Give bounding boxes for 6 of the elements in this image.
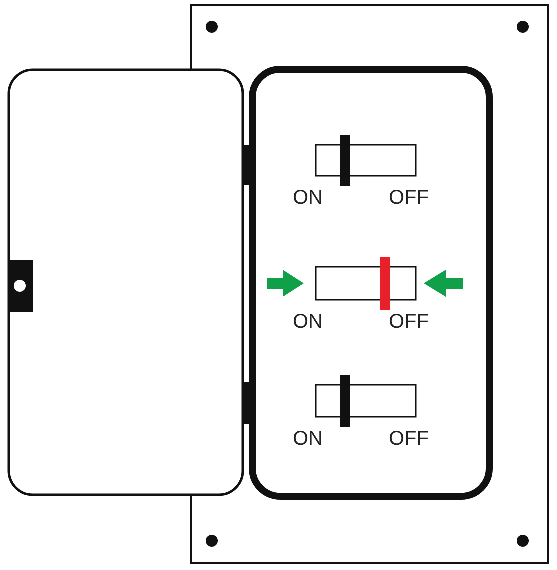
switch-label: OFF (389, 311, 429, 333)
switch-label: ON (293, 311, 323, 333)
switch-label: ON (293, 187, 323, 209)
switch-label: OFF (389, 428, 429, 450)
switch-label: OFF (389, 187, 429, 209)
switch-label: ON (293, 428, 323, 450)
